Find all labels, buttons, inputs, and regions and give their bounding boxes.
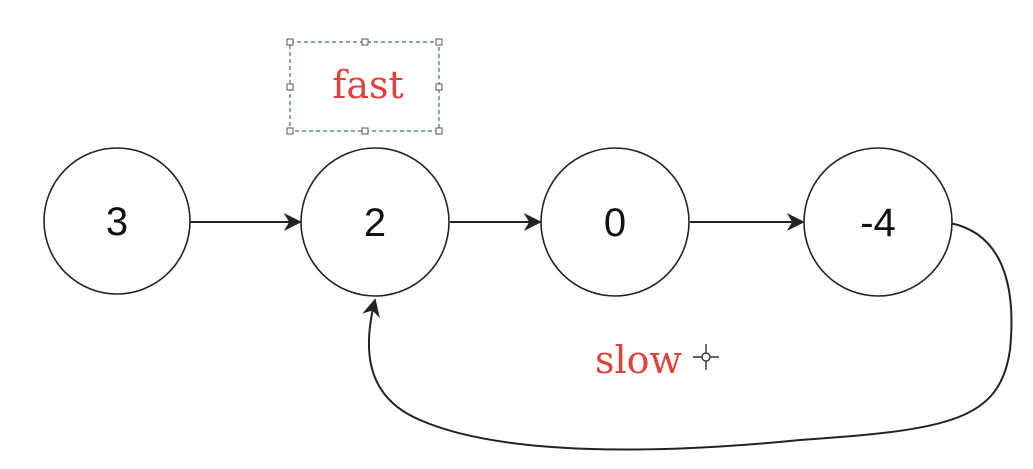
resize-handle-middle-right[interactable] xyxy=(435,83,443,91)
list-node-0[interactable]: 0 xyxy=(540,147,690,297)
resize-handle-top-left[interactable] xyxy=(286,38,294,46)
resize-handle-bottom-center[interactable] xyxy=(361,127,369,135)
node-circle xyxy=(540,147,690,297)
slow-pointer-label[interactable]: slow xyxy=(595,338,683,382)
resize-handle-bottom-right[interactable] xyxy=(435,127,443,135)
resize-handle-bottom-left[interactable] xyxy=(286,127,294,135)
resize-handle-top-right[interactable] xyxy=(435,38,443,46)
resize-handle-top-center[interactable] xyxy=(361,38,369,46)
list-node-minus-4[interactable]: -4 xyxy=(803,147,953,297)
resize-handle-middle-left[interactable] xyxy=(286,83,294,91)
crosshair-cursor-icon xyxy=(693,344,719,370)
edge-n3-n1-loop xyxy=(362,222,1013,451)
list-node-3[interactable]: 3 xyxy=(43,147,191,295)
selection-handles[interactable] xyxy=(286,38,443,135)
node-value: 3 xyxy=(106,200,128,244)
node-value: -4 xyxy=(860,201,896,245)
node-value: 2 xyxy=(364,201,386,245)
node-circle xyxy=(300,147,450,297)
fast-pointer-label[interactable]: fast xyxy=(332,63,404,107)
list-node-2[interactable]: 2 xyxy=(300,147,450,297)
node-value: 0 xyxy=(604,201,626,245)
edges xyxy=(190,213,1013,451)
node-circle xyxy=(803,147,953,297)
node-circle xyxy=(43,147,191,295)
fast-pointer-label-group[interactable]: fast xyxy=(286,38,443,135)
